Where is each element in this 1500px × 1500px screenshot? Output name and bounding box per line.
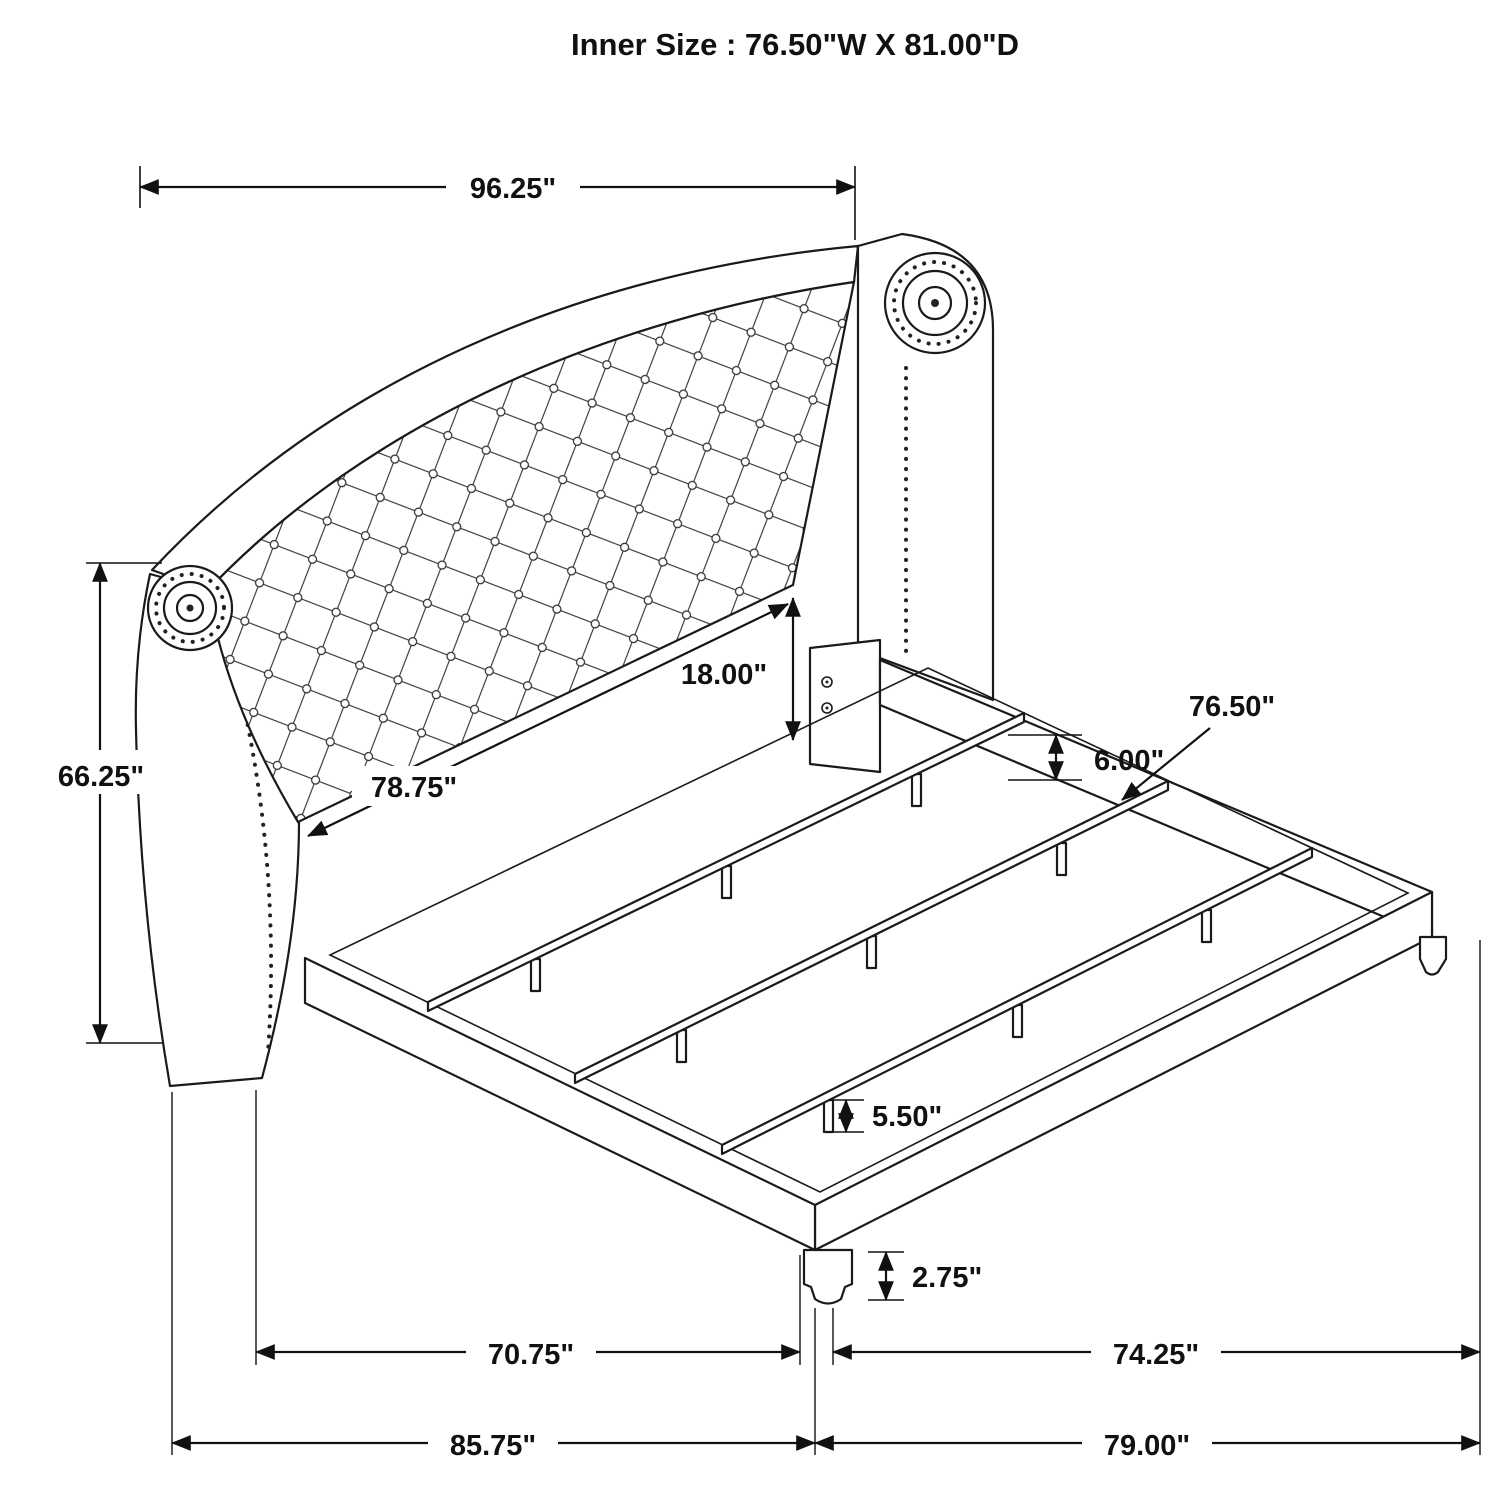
label-background	[466, 1330, 596, 1374]
bracket-bolt-hole	[821, 702, 833, 714]
dim-rail-height-label: 6.00"	[1094, 745, 1164, 777]
bed-frame	[303, 638, 1448, 1305]
dim-headboard-width-label: 78.75"	[371, 772, 457, 804]
dimensions: 96.25" 66.25" 18.00" 78.75" 76.50"	[38, 162, 1481, 1465]
slat-leg	[822, 1098, 835, 1134]
front-leg	[802, 1248, 854, 1305]
label-background	[1082, 1421, 1212, 1465]
dim-headboard-height-label: 66.25"	[58, 761, 144, 793]
slat-leg	[720, 864, 733, 900]
dim-overall-depth-right: 79.00"	[814, 1421, 1481, 1465]
dim-inner-depth-right-label: 74.25"	[1113, 1339, 1199, 1371]
page-title: Inner Size : 76.50"W X 81.00"D	[571, 27, 1019, 62]
slat-leg	[675, 1028, 688, 1064]
dim-slat-leg-height: 5.50"	[828, 1099, 942, 1133]
right-side-rail	[878, 658, 1434, 939]
dim-overall-width-label: 96.25"	[470, 173, 556, 205]
dim-headboard-height: 66.25"	[38, 562, 164, 1044]
label-background	[352, 766, 476, 806]
dim-foot-leg-height-label: 2.75"	[912, 1262, 982, 1294]
dim-headboard-to-rail-label: 18.00"	[681, 659, 767, 691]
bracket-bolt-dot	[825, 706, 829, 710]
dim-inner-width-front: 70.75"	[255, 1330, 801, 1374]
headboard-rail-bracket	[808, 638, 882, 774]
slat-leg	[1011, 1003, 1024, 1039]
slat-leg	[865, 934, 878, 970]
dim-overall-depth-right-label: 79.00"	[1104, 1430, 1190, 1462]
dim-rail-height: 6.00"	[1008, 734, 1164, 781]
slat-leg	[1055, 841, 1068, 877]
dim-overall-width-front: 85.75"	[171, 1421, 816, 1465]
dim-inner-width-front-label: 70.75"	[488, 1339, 574, 1371]
right-scroll-nailhead-ring	[892, 260, 978, 346]
left-scroll-nailhead-ring	[154, 572, 226, 644]
dim-inner-depth-right: 74.25"	[832, 1330, 1481, 1374]
slat-leg	[529, 957, 542, 993]
slat	[720, 846, 1314, 1156]
headboard-right-post	[856, 232, 995, 702]
label-background	[428, 1421, 558, 1465]
right-leg	[1418, 935, 1448, 976]
label-background	[1091, 1330, 1221, 1374]
slat-leg	[910, 772, 923, 808]
left-scroll-center-dot	[186, 604, 194, 612]
label-background	[446, 162, 580, 206]
mattress-slats	[426, 711, 1314, 1156]
label-background	[38, 750, 164, 794]
dim-foot-leg-height: 2.75"	[868, 1251, 982, 1301]
dim-slat-leg-height-label: 5.50"	[872, 1101, 942, 1133]
dim-headboard-width: 78.75"	[307, 603, 789, 837]
left-wing-nailhead-trim	[230, 654, 274, 1054]
slat	[573, 779, 1170, 1085]
dim-overall-width-front-label: 85.75"	[450, 1430, 536, 1462]
bracket-bolt-hole	[821, 676, 833, 688]
slat	[426, 711, 1026, 1013]
right-scroll-center-dot	[931, 299, 939, 307]
bracket-bolt-dot	[825, 680, 829, 684]
slat-leg	[1200, 908, 1213, 944]
dim-overall-width: 96.25"	[139, 162, 856, 240]
dim-slat-length-label: 76.50"	[1189, 691, 1275, 723]
leader-arrow	[1121, 727, 1211, 801]
dim-slat-length: 76.50"	[1121, 691, 1275, 801]
